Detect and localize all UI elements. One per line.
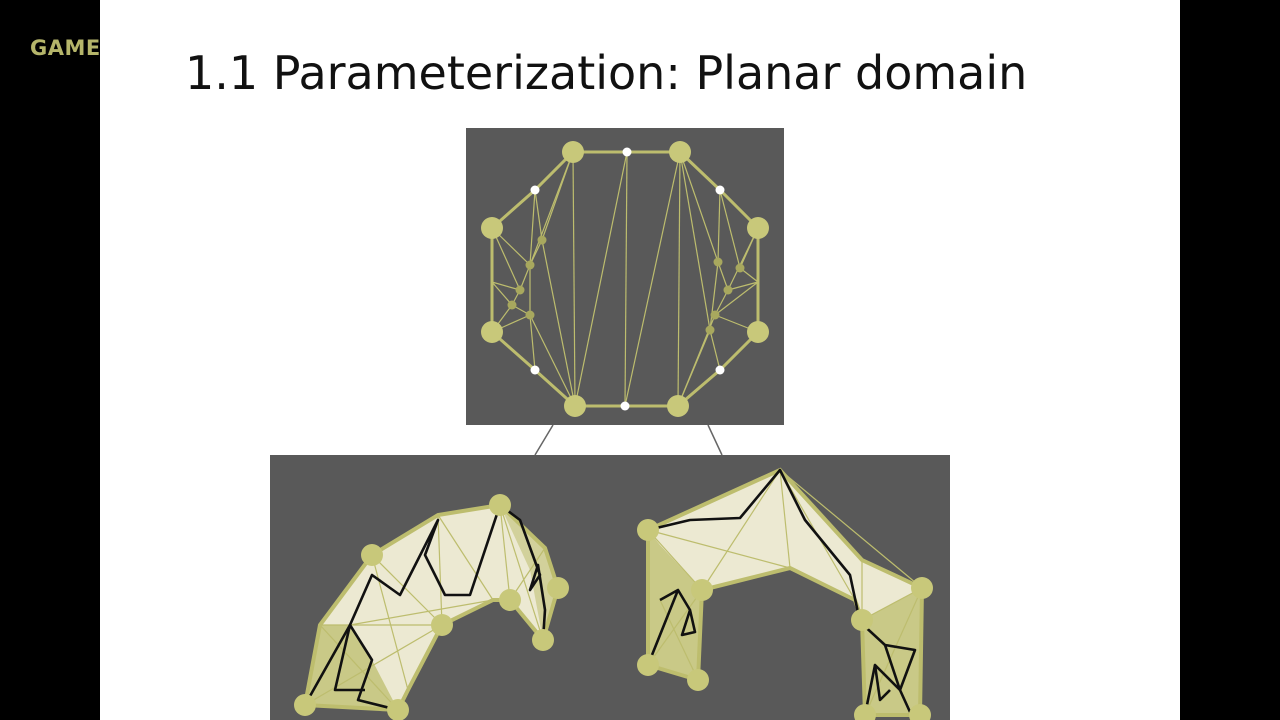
right-surface-edges [647,469,923,716]
connector-right [707,424,723,456]
planar-boundary-vertices [481,141,769,417]
left-surface-shaded [305,625,398,710]
connector-left [534,424,554,456]
brand-label: GAME [30,36,100,60]
planar-mesh [490,150,760,408]
planar-interior-vertices [507,235,745,335]
surface-mesh-panel [270,455,950,720]
right-surface-shaded-left [648,530,702,680]
slide: 1.1 Parameterization: Planar domain [100,0,1180,720]
planar-domain-panel [466,128,784,425]
surface-mesh-left [294,494,569,720]
parameterization-figure [270,128,950,720]
planar-mid-vertices [530,147,725,411]
right-surface-vertices [637,519,933,720]
planar-interior-edges [491,151,759,407]
left-surface-vertices [294,494,569,720]
slide-title: 1.1 Parameterization: Planar domain [185,46,1028,100]
surface-mesh-right [637,467,933,720]
left-surface-seam [303,503,547,712]
